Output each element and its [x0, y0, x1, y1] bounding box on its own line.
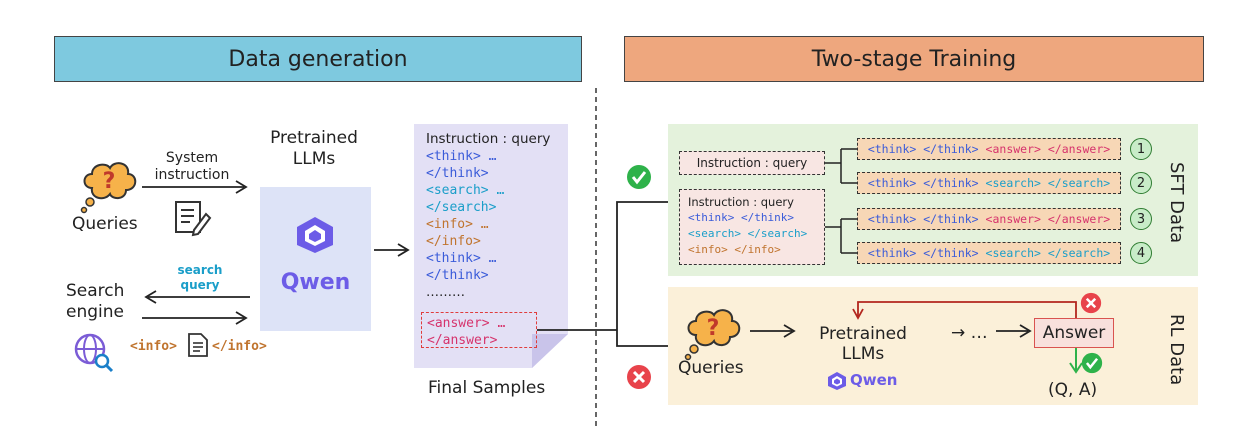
doc-search-open: <search> …	[426, 183, 505, 198]
cross-icon	[1080, 292, 1102, 314]
data-generation-banner: Data generation	[54, 36, 582, 82]
thought-bubble-icon: ?	[80, 162, 137, 214]
sft-row-number-2: 2	[1130, 172, 1152, 194]
rl-queries-arrow	[750, 324, 796, 338]
system-instruction-arrow	[142, 180, 248, 194]
check-icon	[627, 165, 651, 189]
cross-icon	[627, 365, 651, 389]
two-stage-training-title: Two-stage Training	[811, 46, 1017, 72]
rl-to-answer-arrow	[996, 324, 1032, 338]
doc-instruction: Instruction : query	[426, 131, 551, 147]
final-sample-content: Instruction : query <think> … </think> <…	[426, 131, 550, 301]
doc-search-close: </search>	[426, 200, 497, 215]
rl-feedback-loop-arrow	[852, 301, 1077, 320]
answer-accept-arrow	[1069, 348, 1083, 374]
globe-search-icon	[74, 333, 114, 373]
sft-row-number-4: 4	[1130, 242, 1152, 264]
pretrained-llms-label: Pretrained LLMs	[270, 128, 358, 169]
sft-tree-connectors	[825, 148, 857, 254]
doc-info-close: </info>	[426, 234, 481, 249]
rl-ellipsis-label: → …	[951, 323, 988, 343]
search-engine-label: Search engine	[66, 281, 125, 322]
doc-answer-box: <answer> … </answer>	[421, 312, 537, 348]
doc-think-close: </think>	[426, 166, 489, 181]
final-samples-label: Final Samples	[428, 378, 546, 398]
note-edit-icon	[175, 201, 212, 237]
sft-row-number-1: 1	[1130, 138, 1152, 160]
svg-text:?: ?	[707, 316, 720, 341]
instruction-short-box: Instruction : query	[679, 151, 825, 175]
system-instruction-label: System instruction	[154, 150, 230, 183]
svg-text:?: ?	[103, 169, 116, 194]
sft-row-2: <think> </think> <search> </search>	[857, 172, 1121, 194]
qwen-logo-icon	[297, 217, 333, 253]
doc-answer-open: <answer> …	[427, 316, 506, 331]
document-icon	[188, 333, 208, 357]
sft-row-number-3: 3	[1130, 208, 1152, 230]
rl-data-label: RL Data	[1166, 314, 1187, 386]
doc-info-open: <info> …	[426, 217, 489, 232]
sft-row-1: <think> </think> <answer> </answer>	[857, 138, 1121, 160]
rl-queries-label: Queries	[678, 358, 744, 378]
queries-label: Queries	[72, 214, 138, 234]
search-query-arrow	[144, 290, 250, 304]
sft-data-label: SFT Data	[1166, 162, 1187, 244]
doc-answer-close: </answer>	[427, 333, 498, 348]
section-divider	[595, 88, 597, 428]
instruction-long-box: Instruction : query <think> </think> <se…	[679, 189, 825, 265]
qa-pair-label: (Q, A)	[1048, 380, 1098, 400]
info-close-tag: </info>	[212, 339, 267, 354]
two-stage-training-banner: Two-stage Training	[624, 36, 1204, 82]
final-sample-document	[414, 124, 568, 368]
info-open-tag: <info>	[130, 339, 177, 354]
doc-ellipsis: ………	[426, 285, 465, 300]
doc-think-open-2: <think> …	[426, 251, 497, 266]
thought-bubble-icon: ?	[684, 309, 741, 361]
rl-qwen-label: Qwen	[850, 371, 898, 389]
answer-box: Answer	[1034, 318, 1114, 348]
data-generation-title: Data generation	[228, 46, 408, 72]
qwen-logo-icon	[828, 372, 846, 390]
qwen-label: Qwen	[280, 270, 351, 295]
doc-think-close-2: </think>	[426, 268, 489, 283]
llm-box	[260, 187, 371, 331]
search-query-label: search query	[177, 263, 223, 292]
sft-row-3: <think> </think> <answer> </answer>	[857, 208, 1121, 230]
check-icon	[1081, 352, 1103, 374]
llm-to-samples-arrow	[374, 243, 410, 257]
sft-row-4: <think> </think> <search> </search>	[857, 242, 1121, 264]
doc-think-open: <think> …	[426, 149, 497, 164]
info-return-arrow	[142, 311, 248, 325]
rl-pretrained-llms-label: Pretrained LLMs	[819, 324, 907, 364]
